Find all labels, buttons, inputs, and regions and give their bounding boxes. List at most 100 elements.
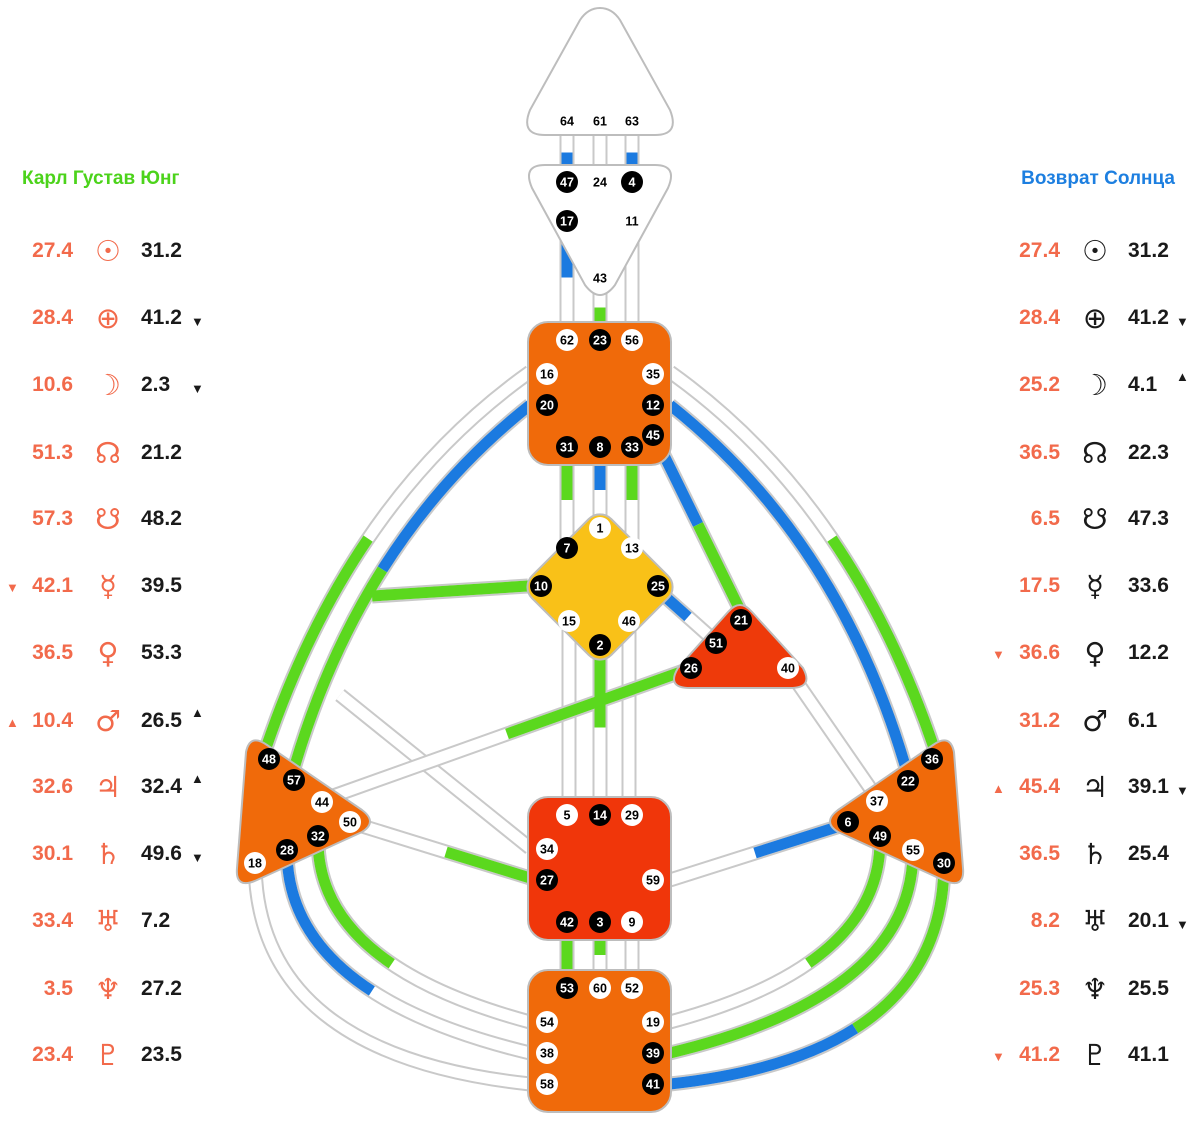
center-spleen[interactable] (235, 739, 371, 884)
gate-number: 43 (593, 272, 607, 286)
channel-activation-59-6 (668, 820, 842, 886)
gate-39[interactable]: 39 (642, 1042, 664, 1064)
gate-circle (589, 436, 611, 458)
center-sacral[interactable] (527, 796, 672, 941)
gate-34[interactable]: 34 (536, 838, 558, 860)
gate-40[interactable]: 40 (777, 657, 799, 679)
gate-44[interactable]: 44 (311, 791, 333, 813)
planet-row-south-node: 6.5☋47.3 (0, 504, 1200, 534)
gate-7[interactable]: 7 (556, 537, 578, 559)
planet-row-saturn: 36.5♄25.4 (0, 839, 1200, 869)
planet-row-uranus: 8.2♅20.1▼ (0, 906, 1200, 936)
gate-4[interactable]: 4 (621, 171, 643, 193)
gate-46[interactable]: 46 (618, 610, 640, 632)
gate-number: 49 (873, 830, 887, 844)
gate-42[interactable]: 42 (556, 911, 578, 933)
gate-11[interactable]: 11 (621, 210, 643, 232)
gate-63[interactable]: 63 (621, 110, 643, 132)
planet-row-uranus: 33.4♅7.2 (0, 906, 1200, 936)
gate-28[interactable]: 28 (276, 839, 298, 861)
gate-5[interactable]: 5 (556, 804, 578, 826)
gate-64[interactable]: 64 (556, 110, 578, 132)
design-arrow-icon: ▼ (992, 647, 1005, 662)
gate-35[interactable]: 35 (642, 363, 664, 385)
design-value: 36.5 (1019, 842, 1060, 865)
gate-45[interactable]: 45 (642, 424, 664, 446)
gate-17[interactable]: 17 (556, 210, 578, 232)
center-throat[interactable] (527, 321, 672, 466)
gate-61[interactable]: 61 (589, 110, 611, 132)
gate-50[interactable]: 50 (339, 811, 361, 833)
gate-55[interactable]: 55 (902, 839, 924, 861)
gate-38[interactable]: 38 (536, 1042, 558, 1064)
gate-51[interactable]: 51 (705, 632, 727, 654)
gate-58[interactable]: 58 (536, 1073, 558, 1095)
center-root[interactable] (527, 969, 672, 1113)
gate-18[interactable]: 18 (244, 852, 266, 874)
gate-9[interactable]: 9 (621, 911, 643, 933)
gate-54[interactable]: 54 (536, 1011, 558, 1033)
center-head[interactable] (526, 6, 674, 136)
gate-1[interactable]: 1 (589, 517, 611, 539)
gate-48[interactable]: 48 (258, 748, 280, 770)
gate-59[interactable]: 59 (642, 869, 664, 891)
gate-56[interactable]: 56 (621, 329, 643, 351)
gate-23[interactable]: 23 (589, 329, 611, 351)
gate-43[interactable]: 43 (589, 267, 611, 289)
gate-30[interactable]: 30 (933, 852, 955, 874)
gate-circle (307, 825, 329, 847)
gate-15[interactable]: 15 (558, 610, 580, 632)
gate-26[interactable]: 26 (680, 657, 702, 679)
personality-value: 31.2 (1128, 239, 1169, 262)
center-heart[interactable] (673, 604, 808, 689)
gate-number: 63 (625, 115, 639, 129)
gate-62[interactable]: 62 (556, 329, 578, 351)
gate-47[interactable]: 47 (556, 171, 578, 193)
gate-10[interactable]: 10 (530, 575, 552, 597)
gate-number: 5 (564, 809, 571, 823)
gate-53[interactable]: 53 (556, 977, 578, 999)
gate-number: 57 (287, 774, 301, 788)
gate-circle (642, 869, 664, 891)
gate-number: 22 (901, 775, 915, 789)
gate-2[interactable]: 2 (589, 634, 611, 656)
earth-icon: ⊕ (95, 301, 121, 335)
gate-24[interactable]: 24 (589, 171, 611, 193)
center-solar-plexus[interactable] (829, 739, 965, 884)
venus-icon: ♀ (1084, 636, 1106, 670)
gate-number: 39 (646, 1047, 660, 1061)
gate-33[interactable]: 33 (621, 436, 643, 458)
gate-19[interactable]: 19 (642, 1011, 664, 1033)
gate-49[interactable]: 49 (869, 825, 891, 847)
gate-12[interactable]: 12 (642, 394, 664, 416)
gate-circle (705, 632, 727, 654)
gate-16[interactable]: 16 (536, 363, 558, 385)
gate-21[interactable]: 21 (730, 609, 752, 631)
gate-31[interactable]: 31 (556, 436, 578, 458)
gate-32[interactable]: 32 (307, 825, 329, 847)
gate-29[interactable]: 29 (621, 804, 643, 826)
gate-52[interactable]: 52 (621, 977, 643, 999)
gate-37[interactable]: 37 (866, 790, 888, 812)
gate-36[interactable]: 36 (921, 748, 943, 770)
gate-14[interactable]: 14 (589, 804, 611, 826)
personality-value: 48.2 (141, 507, 182, 530)
gate-8[interactable]: 8 (589, 436, 611, 458)
gate-circle (244, 852, 266, 874)
gate-60[interactable]: 60 (589, 977, 611, 999)
center-ajna[interactable] (528, 164, 672, 296)
gate-41[interactable]: 41 (642, 1073, 664, 1095)
venus-icon: ♀ (97, 636, 119, 670)
gate-13[interactable]: 13 (621, 537, 643, 559)
gate-25[interactable]: 25 (647, 575, 669, 597)
gate-20[interactable]: 20 (536, 394, 558, 416)
personality-value: 20.1 (1128, 909, 1169, 932)
personality-value: 27.2 (141, 977, 182, 1000)
gate-number: 56 (625, 334, 639, 348)
pluto-icon: ♇ (1082, 1038, 1108, 1072)
gate-27[interactable]: 27 (536, 869, 558, 891)
gate-57[interactable]: 57 (283, 769, 305, 791)
gate-3[interactable]: 3 (589, 911, 611, 933)
gate-6[interactable]: 6 (837, 811, 859, 833)
gate-22[interactable]: 22 (897, 770, 919, 792)
